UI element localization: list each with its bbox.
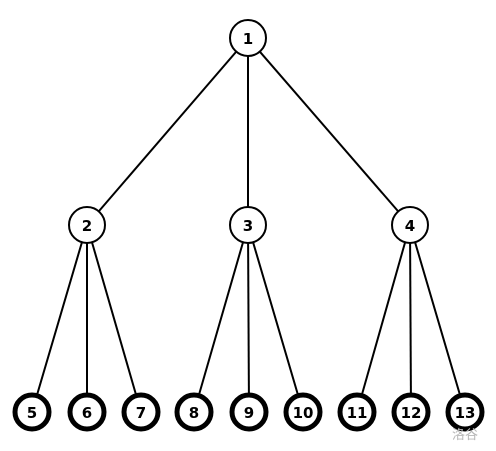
node-circle-12 <box>391 392 431 432</box>
node-label-7: 7 <box>136 404 146 422</box>
node-circle-6 <box>67 392 107 432</box>
edge-3-9 <box>247 224 250 413</box>
node-label-3: 3 <box>243 217 253 235</box>
edge-4-11 <box>356 224 411 413</box>
edge-2-5 <box>31 224 88 413</box>
node-label-10: 10 <box>293 404 314 422</box>
edge-1-2 <box>86 37 249 226</box>
node-label-1: 1 <box>243 30 253 48</box>
tree-node-1: 1 <box>229 19 267 57</box>
node-circle-13 <box>445 392 485 432</box>
edge-layer <box>31 37 466 413</box>
tree-node-7: 7 <box>121 392 161 432</box>
watermark-logo: 洛谷 <box>452 428 479 443</box>
node-label-5: 5 <box>27 404 37 422</box>
node-label-13: 13 <box>455 404 476 422</box>
edge-4-12 <box>409 224 412 413</box>
node-label-4: 4 <box>405 217 415 235</box>
node-label-6: 6 <box>82 404 92 422</box>
tree-node-11: 11 <box>337 392 377 432</box>
node-label-9: 9 <box>244 404 254 422</box>
node-circle-11 <box>337 392 377 432</box>
tree-node-4: 4 <box>391 206 429 244</box>
node-label-2: 2 <box>82 217 92 235</box>
tree-node-5: 5 <box>12 392 52 432</box>
node-circle-5 <box>12 392 52 432</box>
node-label-11: 11 <box>347 404 368 422</box>
node-label-12: 12 <box>401 404 422 422</box>
node-circle-3 <box>229 206 267 244</box>
edge-4-13 <box>409 224 466 413</box>
tree-node-2: 2 <box>68 206 106 244</box>
node-circle-8 <box>174 392 214 432</box>
node-label-8: 8 <box>189 404 199 422</box>
node-circle-2 <box>68 206 106 244</box>
edge-3-10 <box>247 224 304 413</box>
node-circle-4 <box>391 206 429 244</box>
tree-node-8: 8 <box>174 392 214 432</box>
edge-3-8 <box>193 224 249 413</box>
edge-2-7 <box>86 224 142 413</box>
tree-node-9: 9 <box>229 392 269 432</box>
tree-node-10: 10 <box>283 392 323 432</box>
node-circle-1 <box>229 19 267 57</box>
node-circle-10 <box>283 392 323 432</box>
node-circle-7 <box>121 392 161 432</box>
tree-node-13: 13 <box>445 392 485 432</box>
node-circle-9 <box>229 392 269 432</box>
tree-node-12: 12 <box>391 392 431 432</box>
edge-1-4 <box>247 37 411 226</box>
tree-node-6: 6 <box>67 392 107 432</box>
tree-node-3: 3 <box>229 206 267 244</box>
